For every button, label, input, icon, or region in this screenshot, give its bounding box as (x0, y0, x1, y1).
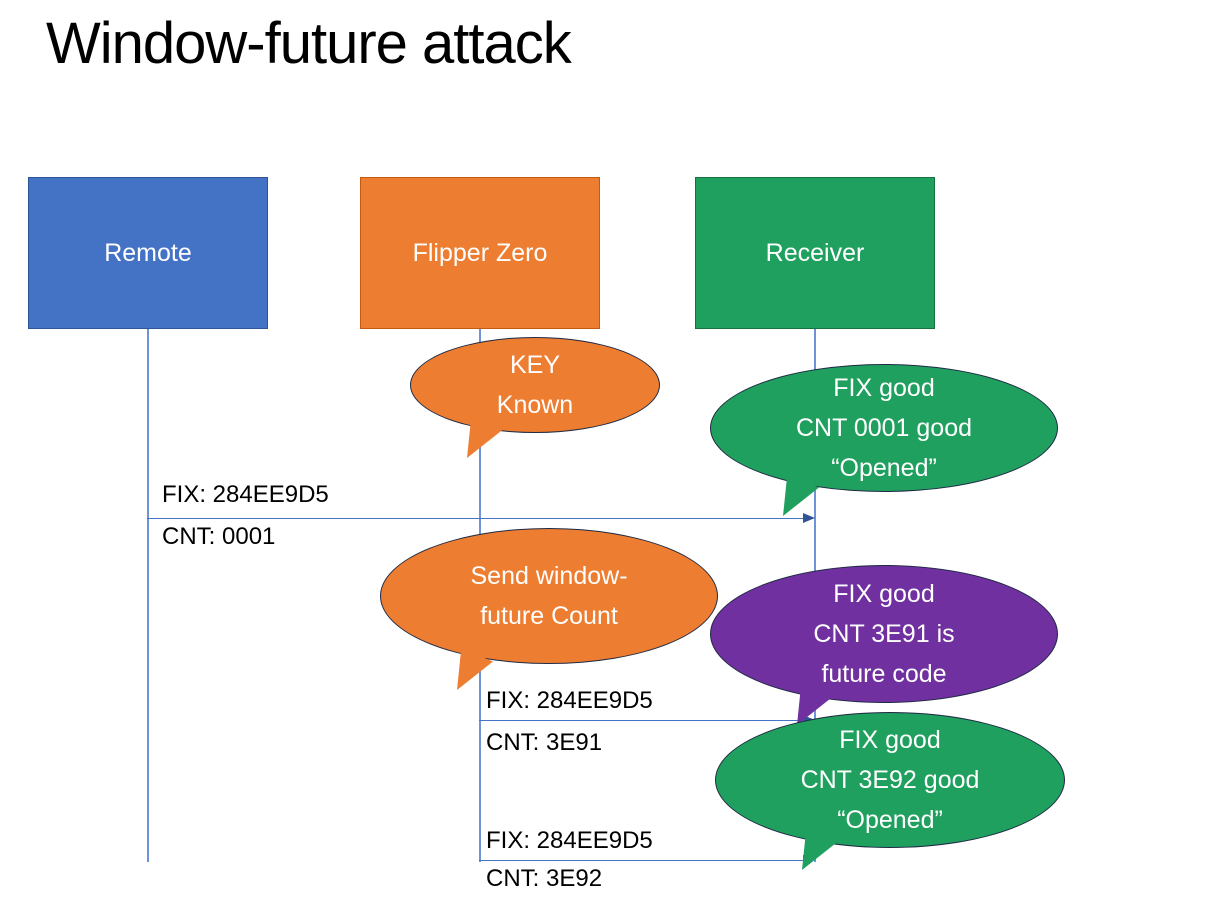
arrow-flipper-to-receiver-2 (479, 854, 815, 865)
callout-line: Known (496, 391, 574, 419)
message-1-fix-label: FIX: 284EE9D5 (162, 481, 329, 508)
actor-box-receiver: Receiver (695, 177, 935, 329)
callout-tail (457, 648, 493, 690)
callout-line: future code (821, 660, 947, 688)
callout-send-window-future: Send window- future Count (380, 528, 718, 690)
callout-key-known: KEY Known (410, 337, 660, 458)
callout-cnt-0001-good: FIX good CNT 0001 good “Opened” (710, 364, 1058, 516)
callout-line: CNT 3E91 is (813, 620, 955, 648)
slide-title: Window-future attack (46, 11, 572, 76)
callout-tail (802, 828, 838, 870)
actor-label-flipper-zero: Flipper Zero (412, 238, 548, 267)
callout-cnt-3e91-future: FIX good CNT 3E91 is future code (710, 565, 1058, 725)
arrow-remote-to-receiver (147, 512, 815, 523)
message-1-cnt-label: CNT: 0001 (162, 523, 276, 550)
actor-box-flipper-zero: Flipper Zero (360, 177, 600, 329)
actor-label-receiver: Receiver (765, 238, 865, 267)
callout-line: FIX good (839, 726, 941, 754)
callout-line: Send window- (470, 562, 628, 590)
callout-line: KEY (509, 351, 561, 379)
callout-line: CNT 0001 good (795, 414, 973, 442)
lifeline-remote (147, 329, 149, 862)
arrow-flipper-to-receiver-1 (479, 714, 815, 725)
callout-line: “Opened” (831, 454, 937, 482)
message-3-cnt-label: CNT: 3E92 (486, 865, 603, 892)
callout-line: CNT 3E92 good (800, 766, 980, 794)
callout-line: FIX good (833, 374, 935, 402)
callout-cnt-3e92-good: FIX good CNT 3E92 good “Opened” (715, 712, 1065, 870)
actor-box-remote: Remote (28, 177, 268, 329)
message-2-fix-label: FIX: 284EE9D5 (486, 687, 653, 714)
callout-line: future Count (480, 602, 618, 630)
callout-line: “Opened” (837, 806, 943, 834)
actor-label-remote: Remote (104, 238, 192, 267)
message-2-cnt-label: CNT: 3E91 (486, 729, 603, 756)
message-3-fix-label: FIX: 284EE9D5 (486, 827, 653, 854)
callout-line: FIX good (833, 580, 935, 608)
